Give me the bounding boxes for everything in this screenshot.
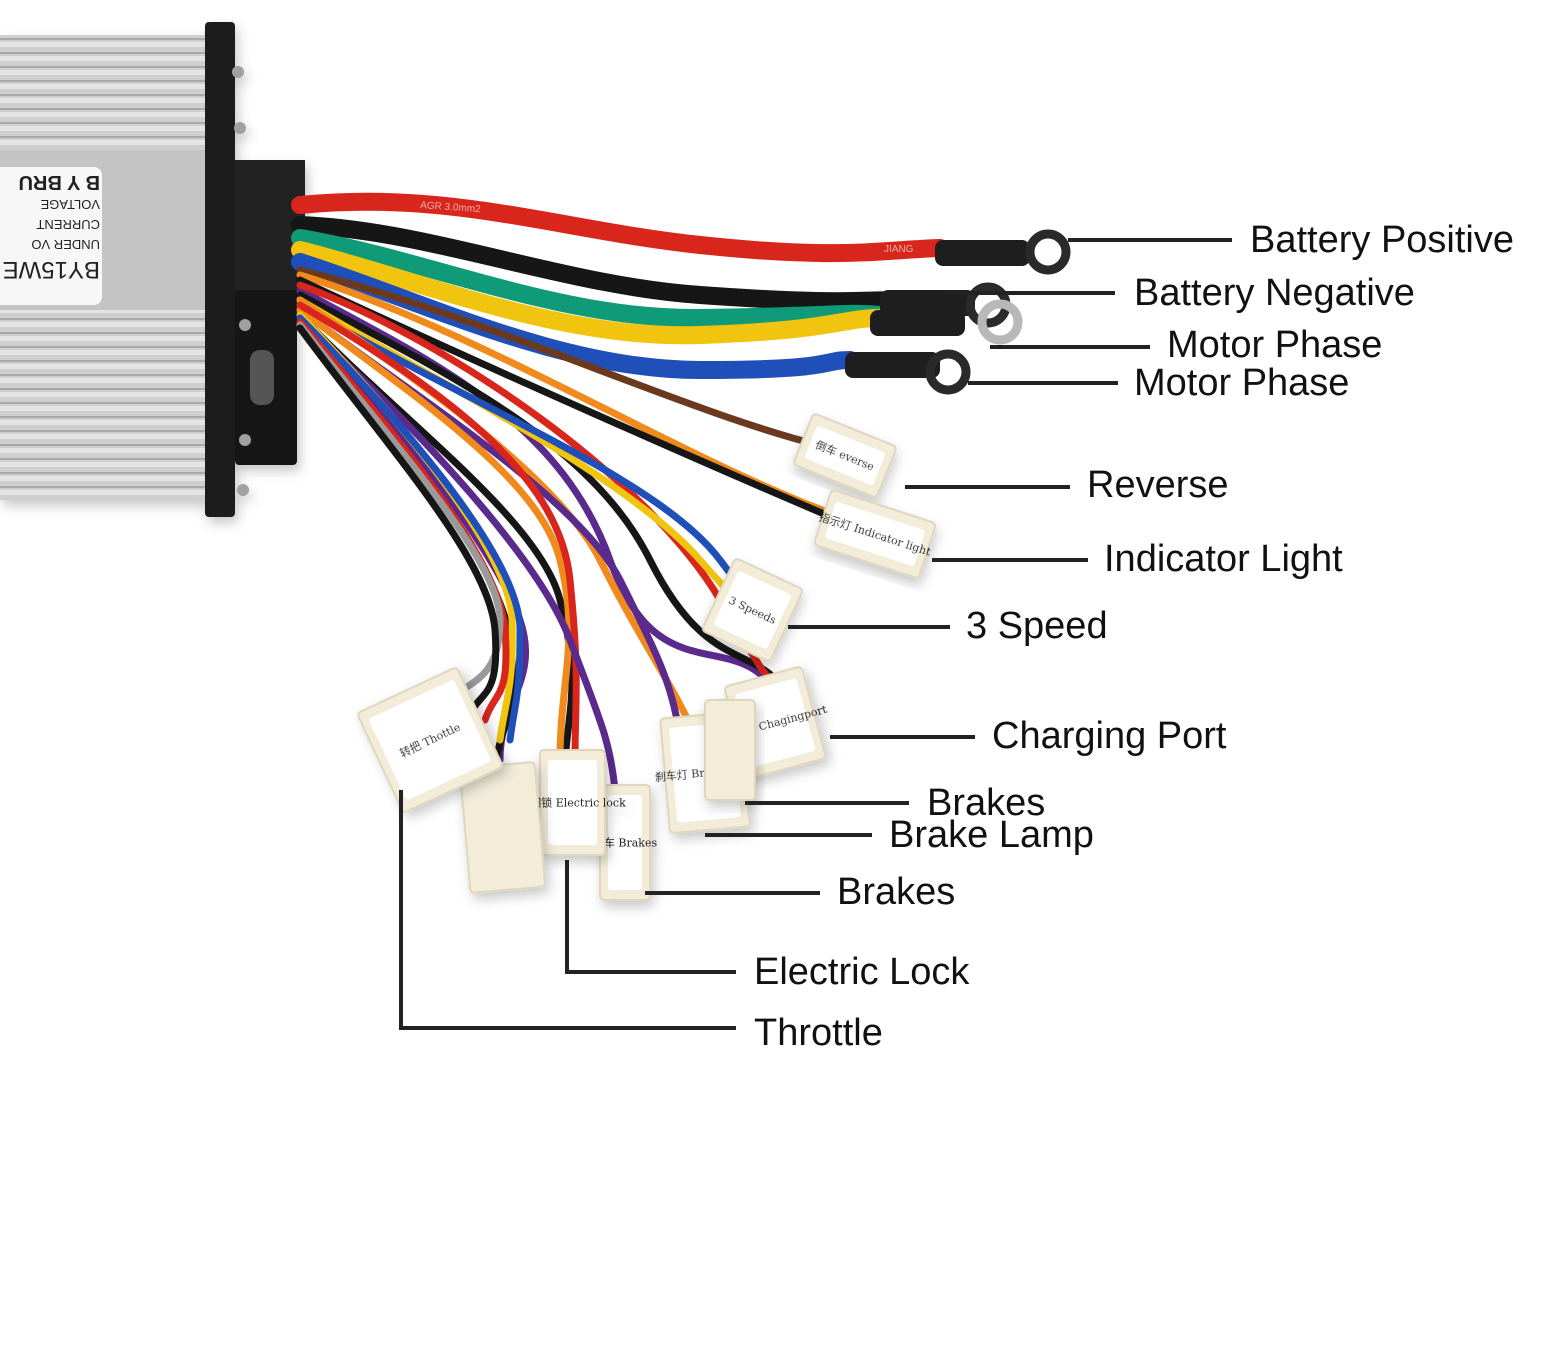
ring-terminal xyxy=(977,299,1023,345)
reverse-label: Reverse xyxy=(1087,464,1229,506)
electric-lock-label: Electric Lock xyxy=(754,951,970,993)
screw xyxy=(232,66,244,78)
battery-negative-label: Battery Negative xyxy=(1134,272,1415,314)
connector-housing: 3 Speeds xyxy=(701,558,804,662)
connector-housing: 指示灯 Indicator light xyxy=(813,489,937,579)
cable-print: AGR 3.0mm2 xyxy=(420,200,482,215)
blue-signal-wire xyxy=(296,314,524,744)
brown-signal-wire xyxy=(296,266,844,454)
ring-terminal xyxy=(1025,229,1071,275)
sticker-model: BY15WE xyxy=(3,256,100,283)
sticker-brand: B Y BRU xyxy=(18,171,100,193)
controller-sticker: BY15WE UNDER VO CURRENT VOLTAGE B Y BRU xyxy=(0,167,102,305)
motor-phase-2-label: Motor Phase xyxy=(1134,362,1349,404)
power-cables xyxy=(291,192,1071,395)
screw xyxy=(234,122,246,134)
motor-phase-1-label: Motor Phase xyxy=(1167,324,1382,366)
red-power-cable xyxy=(291,192,949,263)
connector-housing: 转把 Thottle xyxy=(357,667,503,813)
orange-signal-wire xyxy=(296,306,573,764)
throttle-label: Throttle xyxy=(754,1012,883,1054)
heat-shrink-sleeve xyxy=(870,310,965,336)
throttle-leader-line xyxy=(399,790,736,1030)
connector-housing: 电门锁 Electric lock xyxy=(519,749,626,856)
screw xyxy=(237,484,249,496)
heat-shrink-sleeve xyxy=(880,290,975,316)
sticker-line: UNDER VO xyxy=(31,237,100,252)
sticker-line: CURRENT xyxy=(36,217,100,232)
connector-housing: 倒车 everse xyxy=(793,413,897,498)
electric-lock-leader-line xyxy=(565,860,736,974)
screw xyxy=(239,319,251,331)
black-power-cable xyxy=(291,216,909,311)
signal-wires xyxy=(296,266,854,794)
heat-shrink-sleeve xyxy=(935,240,1030,266)
3-speed-label: 3 Speed xyxy=(966,605,1108,647)
cable-print-brand: JIANG xyxy=(884,244,914,255)
red-signal-wire xyxy=(296,301,580,764)
end-cap xyxy=(205,22,235,517)
connector-tag: 刹车 Brakes xyxy=(593,836,658,850)
battery-positive-label: Battery Positive xyxy=(1250,219,1514,261)
mount-slot xyxy=(250,350,274,405)
charging-port-label: Charging Port xyxy=(992,715,1227,757)
black-signal-wire xyxy=(296,291,794,704)
heat-shrink-sleeve xyxy=(845,352,940,378)
ring-terminal xyxy=(925,349,971,395)
brakes-2-label: Brakes xyxy=(837,871,955,913)
grey-signal-wire xyxy=(296,321,504,704)
yellow-power-cable xyxy=(291,241,889,345)
connector-housing xyxy=(704,699,756,801)
brakes-1-label: Brakes xyxy=(927,782,1045,824)
screw xyxy=(239,434,251,446)
brake-lamp-label: Brake Lamp xyxy=(889,814,1094,856)
sticker-line: VOLTAGE xyxy=(40,197,100,212)
connector-tag: 电门锁 Electric lock xyxy=(519,796,626,810)
black-signal-wire xyxy=(296,324,500,719)
connector-housing: 刹车 Brakes xyxy=(593,784,658,901)
purple-signal-wire xyxy=(296,316,619,794)
indicator-light-label: Indicator Light xyxy=(1104,538,1343,580)
